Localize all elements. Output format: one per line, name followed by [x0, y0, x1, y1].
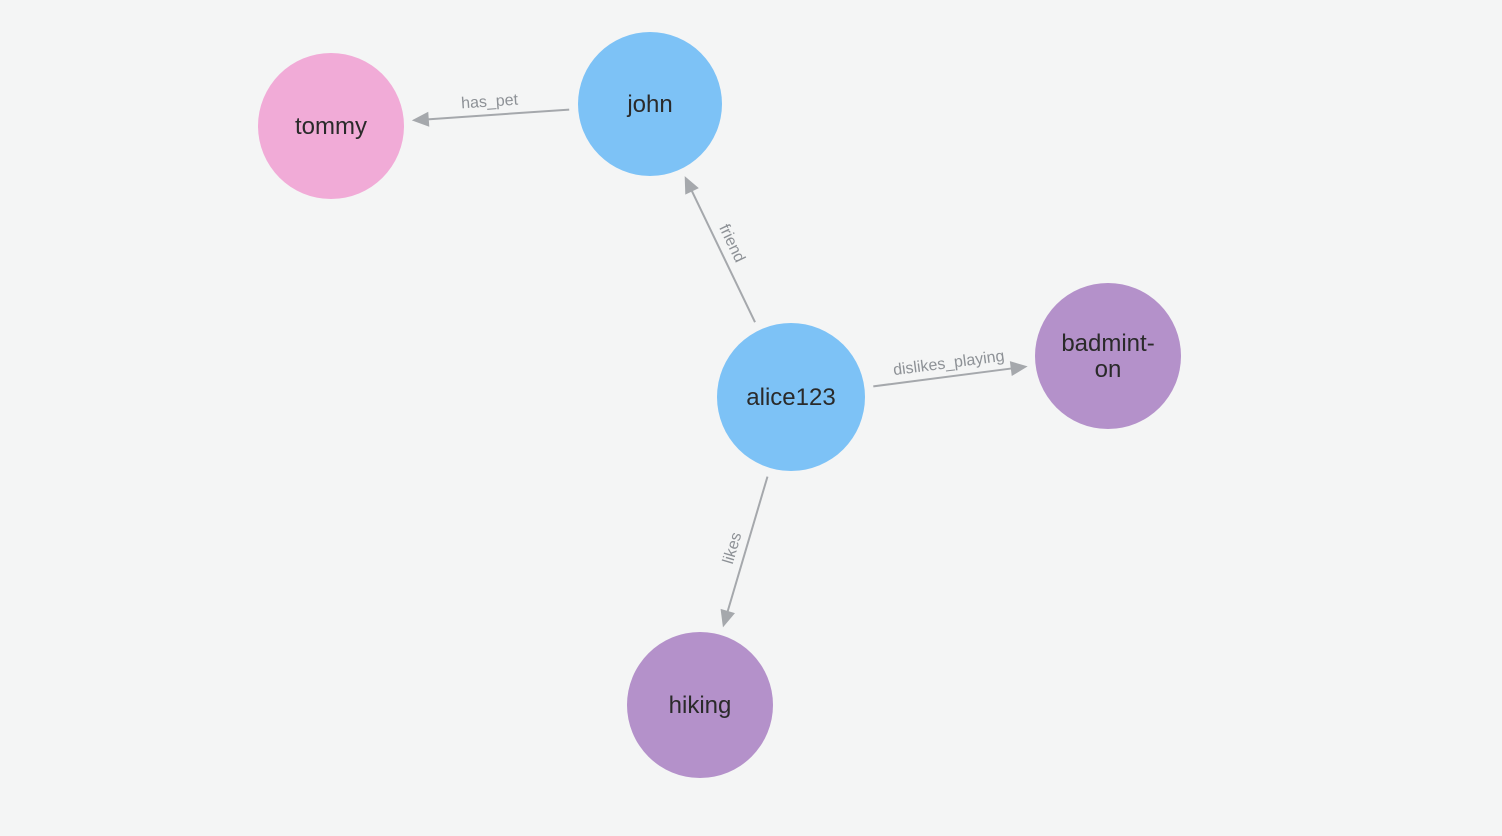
edge-label: friend [715, 222, 748, 265]
edge-dislikes_playing[interactable]: dislikes_playing [873, 348, 1028, 388]
edge-line [689, 188, 756, 323]
arrowhead-icon [1009, 361, 1028, 377]
node-circle [578, 32, 722, 176]
node-label: john [626, 91, 672, 118]
node-hiking[interactable]: hiking [627, 632, 773, 778]
edge-line [425, 108, 570, 121]
edge-label: dislikes_playing [892, 348, 1005, 379]
arrowhead-icon [411, 111, 430, 127]
node-tommy[interactable]: tommy [258, 53, 404, 199]
edge-friend[interactable]: friend [684, 176, 756, 323]
edge-likes[interactable]: likes [720, 476, 769, 628]
node-label: hiking [669, 692, 732, 719]
edge-line [873, 367, 1014, 388]
arrowhead-icon [684, 176, 699, 195]
edge-has_pet[interactable]: has_pet [411, 92, 570, 127]
arrowhead-icon [720, 608, 735, 628]
node-circle [627, 632, 773, 778]
node-alice123[interactable]: alice123 [717, 323, 865, 471]
node-circle [717, 323, 865, 471]
node-label: badmint-on [1061, 330, 1154, 383]
node-badminton[interactable]: badmint-on [1035, 283, 1181, 429]
node-john[interactable]: john [578, 32, 722, 176]
edge-label: has_pet [461, 92, 520, 113]
node-label: alice123 [746, 384, 835, 411]
node-label: tommy [295, 113, 367, 140]
node-circle [258, 53, 404, 199]
node-circle [1035, 283, 1181, 429]
edge-line [725, 476, 769, 615]
